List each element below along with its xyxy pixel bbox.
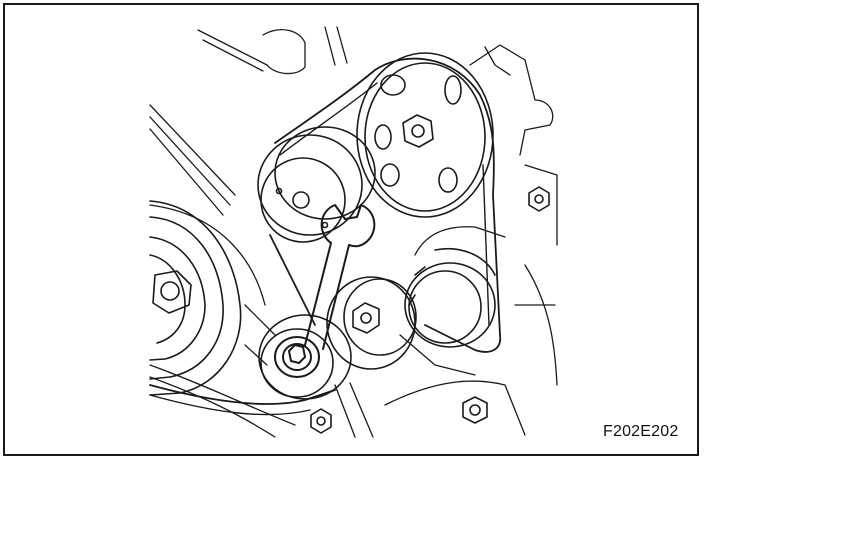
belt-drive-illustration: [149, 26, 558, 438]
crankshaft-pulley: [149, 200, 242, 396]
bolt-icon: [462, 396, 488, 424]
steering-pump-pulley: [356, 52, 494, 218]
drive-belt-outer: [149, 57, 502, 405]
wrench-icon: [274, 204, 376, 378]
alternator-pulley: [404, 248, 496, 348]
figure-frame: F202E202: [3, 3, 699, 456]
bolt-icon: [152, 270, 192, 314]
bolt-icon: [528, 186, 550, 212]
engine-housing-lines: [149, 26, 558, 438]
tensioner-pulley: [258, 276, 417, 400]
bolt-icon: [310, 408, 332, 434]
idler-pulley-upper: [257, 126, 376, 243]
figure-label: F202E202: [603, 423, 679, 440]
